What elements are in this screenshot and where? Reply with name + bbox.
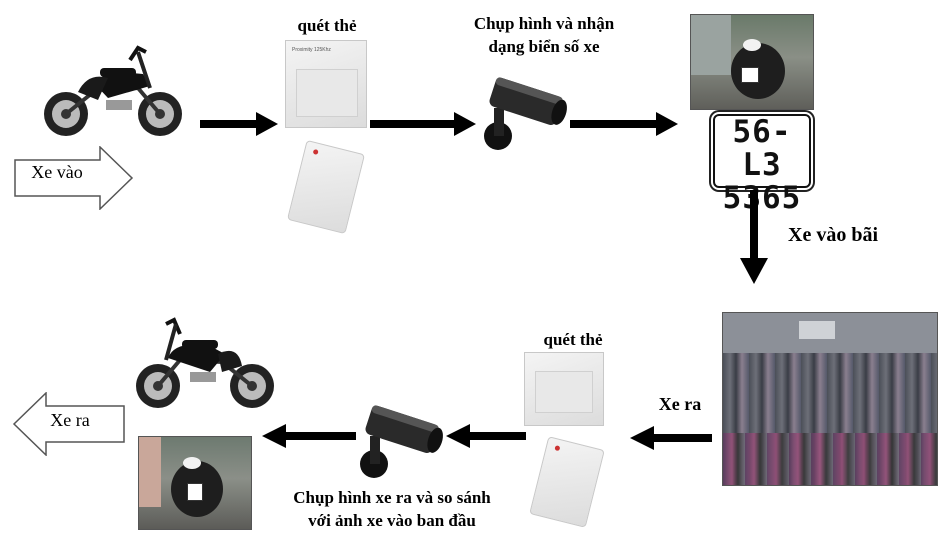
rfid-card-icon: Proximity 125Khz bbox=[285, 40, 367, 128]
arrow-left-icon bbox=[262, 424, 356, 448]
xe-ra-mid-label: Xe ra bbox=[658, 394, 702, 414]
arrow-left-icon bbox=[446, 424, 526, 448]
xe-ra-arrow bbox=[12, 392, 125, 456]
plate-line-1: 56-L3 bbox=[732, 114, 792, 183]
arrow-right-icon bbox=[370, 112, 476, 136]
captured-motorbike-photo bbox=[690, 14, 814, 110]
chup-ra-label-2: với ảnh xe vào ban đầu bbox=[308, 511, 476, 530]
license-plate: 56-L3 5365 bbox=[713, 114, 811, 215]
chup-ra-label-1: Chụp hình xe ra và so sánh bbox=[293, 488, 491, 507]
security-camera-icon bbox=[360, 405, 443, 478]
arrow-right-icon bbox=[200, 112, 278, 136]
arrow-down-icon bbox=[740, 190, 768, 284]
plate-line-2: 5365 bbox=[722, 180, 802, 216]
security-camera-icon bbox=[484, 77, 567, 150]
parking-lot-photo bbox=[722, 312, 938, 486]
rfid-card-tilted-icon bbox=[286, 139, 366, 235]
chup-hinh-label-2: dạng biển số xe bbox=[488, 37, 600, 56]
rfid-card-tilted-icon bbox=[529, 436, 605, 528]
chup-hinh-label-1: Chụp hình và nhận bbox=[473, 14, 615, 33]
xe-vao-arrow bbox=[14, 146, 134, 210]
arrow-right-icon bbox=[570, 112, 678, 136]
exit-motorbike-photo bbox=[138, 436, 252, 530]
quet-the-top-label: quét thẻ bbox=[297, 16, 357, 35]
motorbike-in-icon bbox=[44, 45, 182, 136]
card-caption: Proximity 125Khz bbox=[292, 47, 331, 53]
xe-vao-label: Xe vào bbox=[31, 162, 83, 182]
xe-vao-bai-label: Xe vào bãi bbox=[788, 224, 878, 246]
quet-the-bottom-label: quét thẻ bbox=[543, 330, 603, 349]
motorbike-out-icon bbox=[136, 317, 274, 408]
xe-ra-left-label: Xe ra bbox=[50, 410, 90, 430]
rfid-card-icon bbox=[524, 352, 604, 426]
arrow-left-icon bbox=[630, 426, 712, 450]
